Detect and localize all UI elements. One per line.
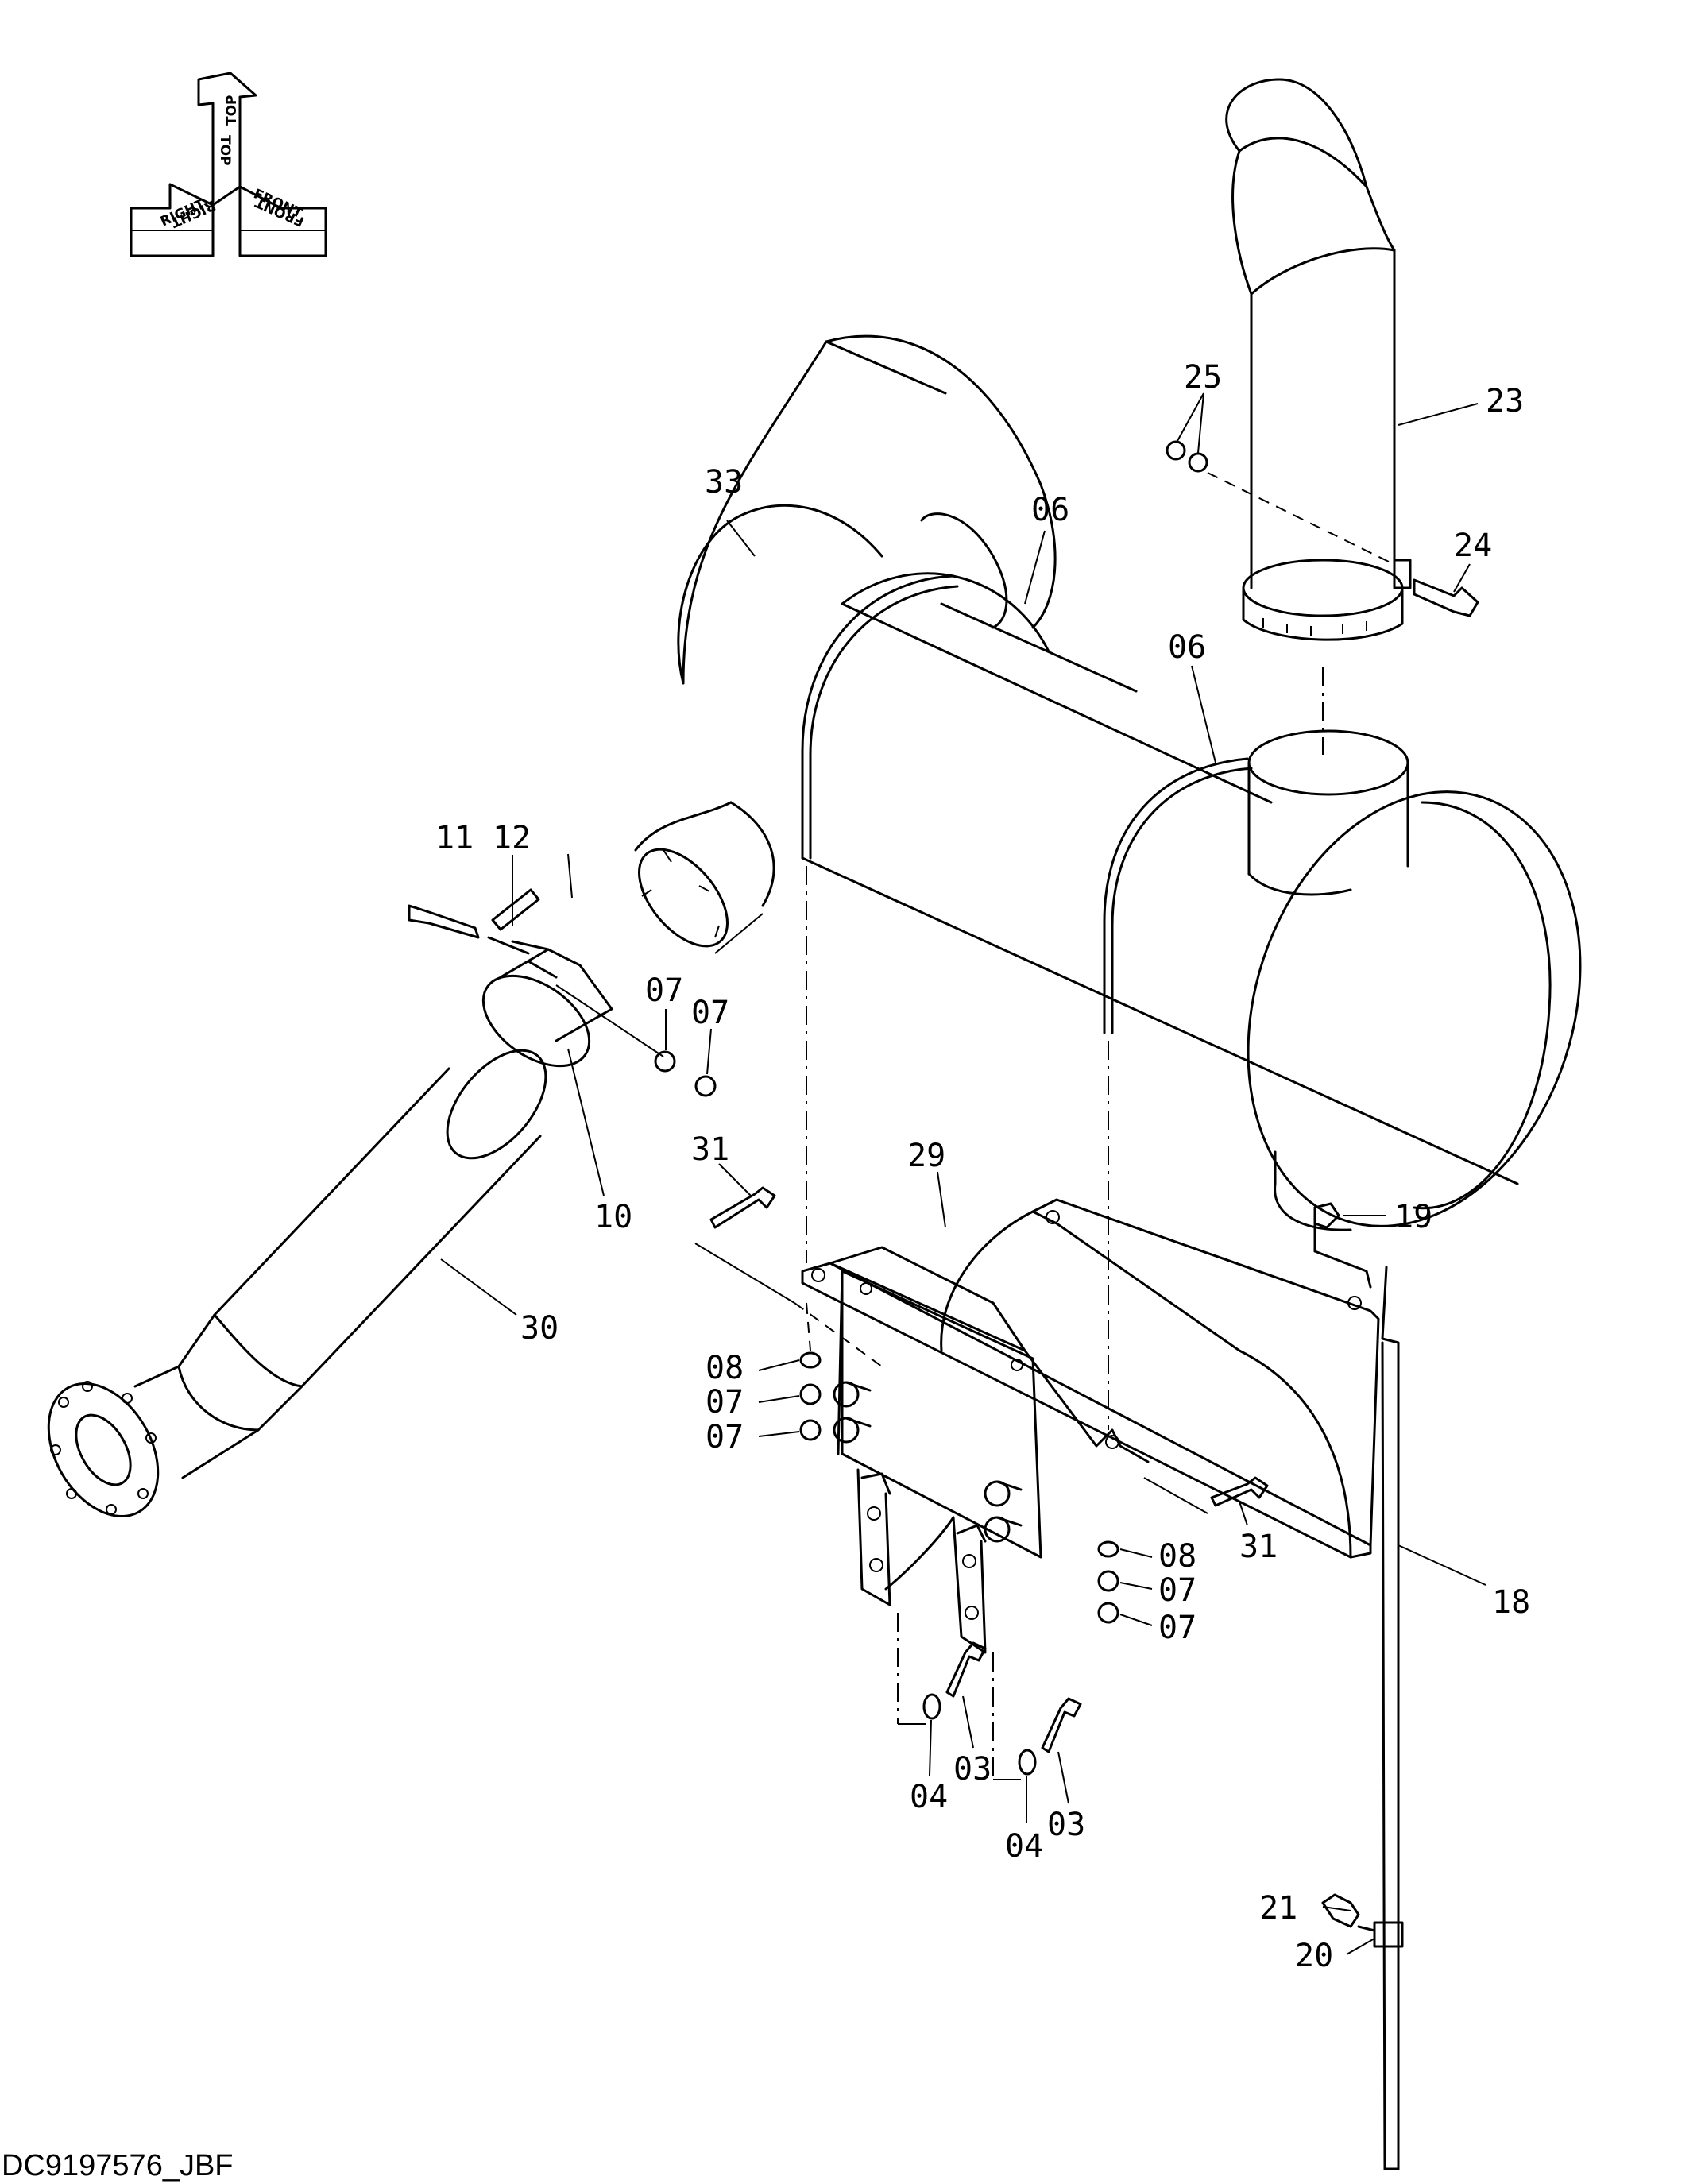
exhaust-stack (1225, 78, 1479, 641)
nut-07d-icon (799, 1419, 822, 1441)
fasteners (654, 440, 1360, 1928)
callout-31a: 31 (691, 1131, 729, 1168)
callout-04b: 04 (1005, 1828, 1043, 1865)
orientation-indicator: TOP TOP RIGHT RIGHT FRONT FRONT (130, 72, 327, 257)
callout-21: 21 (1259, 1890, 1297, 1927)
washer-08a-icon (799, 1351, 822, 1369)
callout-labels: 03 03 04 04 06 06 07 07 07 07 07 07 08 0… (435, 359, 1530, 1974)
callout-08a: 08 (706, 1350, 744, 1386)
nut-07b-icon (694, 1075, 717, 1097)
mounting-bracket (801, 1198, 1380, 1654)
callout-10: 10 (594, 1199, 632, 1235)
callout-06b: 06 (1168, 629, 1206, 666)
nut-07c-icon (799, 1383, 822, 1405)
right-arrow-icon (130, 183, 215, 257)
fitting-19-icon (1313, 1202, 1340, 1229)
drawing-code: DC9197576_JBF (2, 2149, 234, 2182)
bolt-31a-icon (709, 1186, 776, 1229)
callout-24: 24 (1454, 528, 1492, 564)
callout-20: 20 (1295, 1938, 1333, 1974)
callout-19: 19 (1394, 1199, 1432, 1235)
orientation-label-top: TOP (217, 135, 233, 166)
bolt-03b-icon (1041, 1697, 1082, 1753)
washer-08b-icon (1097, 1540, 1119, 1558)
callout-03a: 03 (953, 1751, 992, 1788)
drain-tube (1313, 1206, 1404, 2170)
callout-07d: 07 (706, 1419, 744, 1455)
washer-04b-icon (1018, 1749, 1037, 1776)
nut-25b-icon (1188, 452, 1208, 473)
nut-25a-icon (1166, 440, 1186, 461)
pipe-clamp (408, 888, 664, 1068)
callout-03b: 03 (1047, 1807, 1085, 1843)
callout-08b: 08 (1158, 1538, 1196, 1575)
inlet-pipe (47, 1049, 547, 1518)
nut-07a-icon (654, 1050, 676, 1073)
callout-30: 30 (520, 1310, 559, 1347)
front-arrow-icon (238, 185, 327, 257)
muffler (634, 334, 1582, 1231)
bolt-31b-icon (1210, 1476, 1269, 1507)
callout-25: 25 (1184, 359, 1222, 396)
nut-07f-icon (1097, 1602, 1119, 1624)
callout-07e: 07 (1158, 1572, 1196, 1609)
callout-18: 18 (1492, 1584, 1530, 1621)
callout-11: 11 (435, 820, 474, 856)
bolt-21-icon (1321, 1893, 1360, 1928)
nut-07e-icon (1097, 1570, 1119, 1592)
callout-31b: 31 (1239, 1529, 1278, 1565)
callout-06a: 06 (1031, 492, 1069, 528)
callout-29: 29 (907, 1138, 945, 1174)
callout-12: 12 (493, 820, 531, 856)
bolt-03a-icon (945, 1641, 987, 1698)
callout-07f: 07 (1158, 1610, 1196, 1646)
callout-04a: 04 (910, 1779, 948, 1815)
callout-33: 33 (705, 464, 743, 501)
callout-23: 23 (1486, 383, 1524, 419)
callout-leaders (440, 392, 1486, 1955)
callout-07a: 07 (645, 972, 683, 1009)
callout-07c: 07 (706, 1384, 744, 1421)
callout-07b: 07 (691, 995, 729, 1031)
washer-04a-icon (922, 1693, 941, 1720)
orientation-label-top-mirror: TOP (224, 95, 240, 126)
assembly-lines (694, 472, 1391, 1780)
